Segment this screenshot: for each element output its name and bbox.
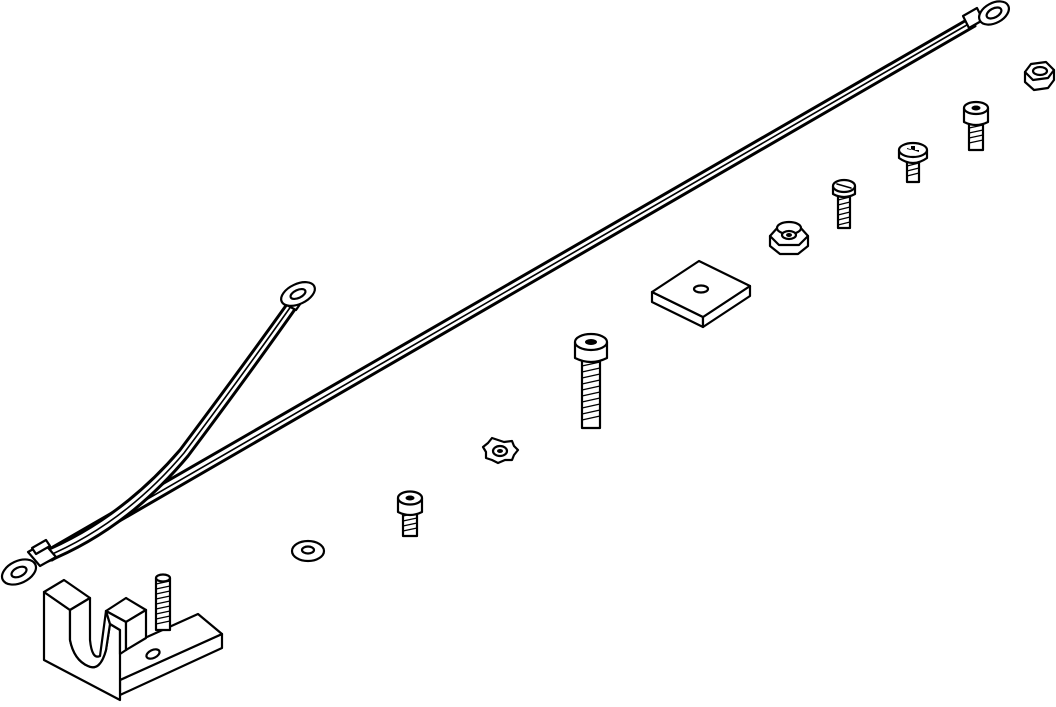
socket-screw-long	[573, 332, 609, 430]
mounting-bracket	[42, 573, 224, 702]
slotted-screw	[831, 178, 857, 230]
square-plate	[650, 259, 752, 329]
socket-screw-small	[396, 490, 424, 538]
socket-screw-top	[962, 100, 990, 152]
lock-nut	[768, 220, 810, 256]
bracket-stud	[154, 573, 172, 632]
earthing-cable-short	[38, 281, 316, 564]
earthing-cable-long	[44, 0, 1010, 562]
serrated-lock-washer	[481, 436, 520, 465]
ring-terminal-short	[280, 281, 316, 312]
pan-head-screw	[897, 141, 929, 184]
hex-nut	[1023, 60, 1056, 92]
ring-terminal-near	[0, 538, 58, 586]
washer	[290, 539, 326, 563]
ring-terminal-far	[961, 0, 1010, 30]
